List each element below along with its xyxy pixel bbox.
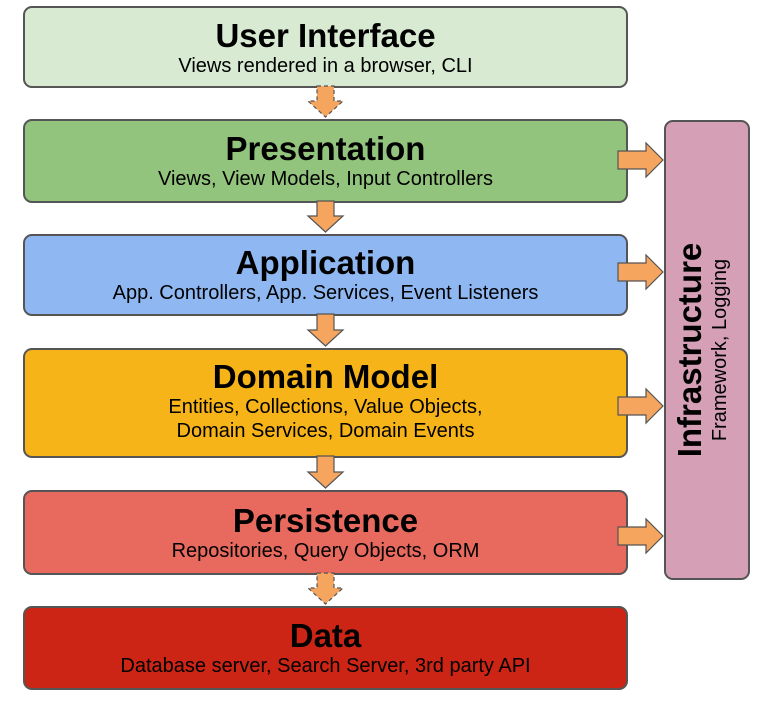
down-arrow-icon: [306, 572, 345, 605]
right-arrow-icon: [617, 253, 664, 291]
layer-title: User Interface: [215, 17, 436, 54]
layer-title: Data: [289, 617, 362, 654]
layer-description: Views, View Models, Input Controllers: [158, 168, 493, 190]
down-arrow-icon: [306, 85, 345, 118]
layer-description: Entities, Collections, Value Objects,: [168, 396, 483, 418]
infrastructure-column: Infrastructure Framework, Logging: [664, 120, 750, 580]
right-arrow-icon: [617, 517, 664, 555]
layer-description: Domain Services, Domain Events: [176, 420, 475, 442]
layer-title: Domain Model: [212, 358, 439, 395]
down-arrow-icon: [306, 313, 345, 347]
layer-title: Application: [235, 244, 416, 281]
layer-description: Repositories, Query Objects, ORM: [171, 540, 480, 562]
layer-description: App. Controllers, App. Services, Event L…: [112, 282, 539, 304]
layer-description: Views rendered in a browser, CLI: [178, 55, 473, 77]
down-arrow-icon: [306, 455, 345, 489]
layer-domain-model: Domain Model Entities, Collections, Valu…: [23, 348, 628, 458]
layer-data: Data Database server, Search Server, 3rd…: [23, 606, 628, 690]
down-arrow-icon: [306, 200, 345, 233]
layer-user-interface: User Interface Views rendered in a brows…: [23, 6, 628, 88]
layer-persistence: Persistence Repositories, Query Objects,…: [23, 490, 628, 575]
right-arrow-icon: [617, 387, 664, 425]
right-arrow-icon: [617, 141, 664, 179]
layer-description: Database server, Search Server, 3rd part…: [120, 655, 531, 677]
layer-title: Persistence: [232, 502, 419, 539]
layer-title: Presentation: [225, 130, 426, 167]
